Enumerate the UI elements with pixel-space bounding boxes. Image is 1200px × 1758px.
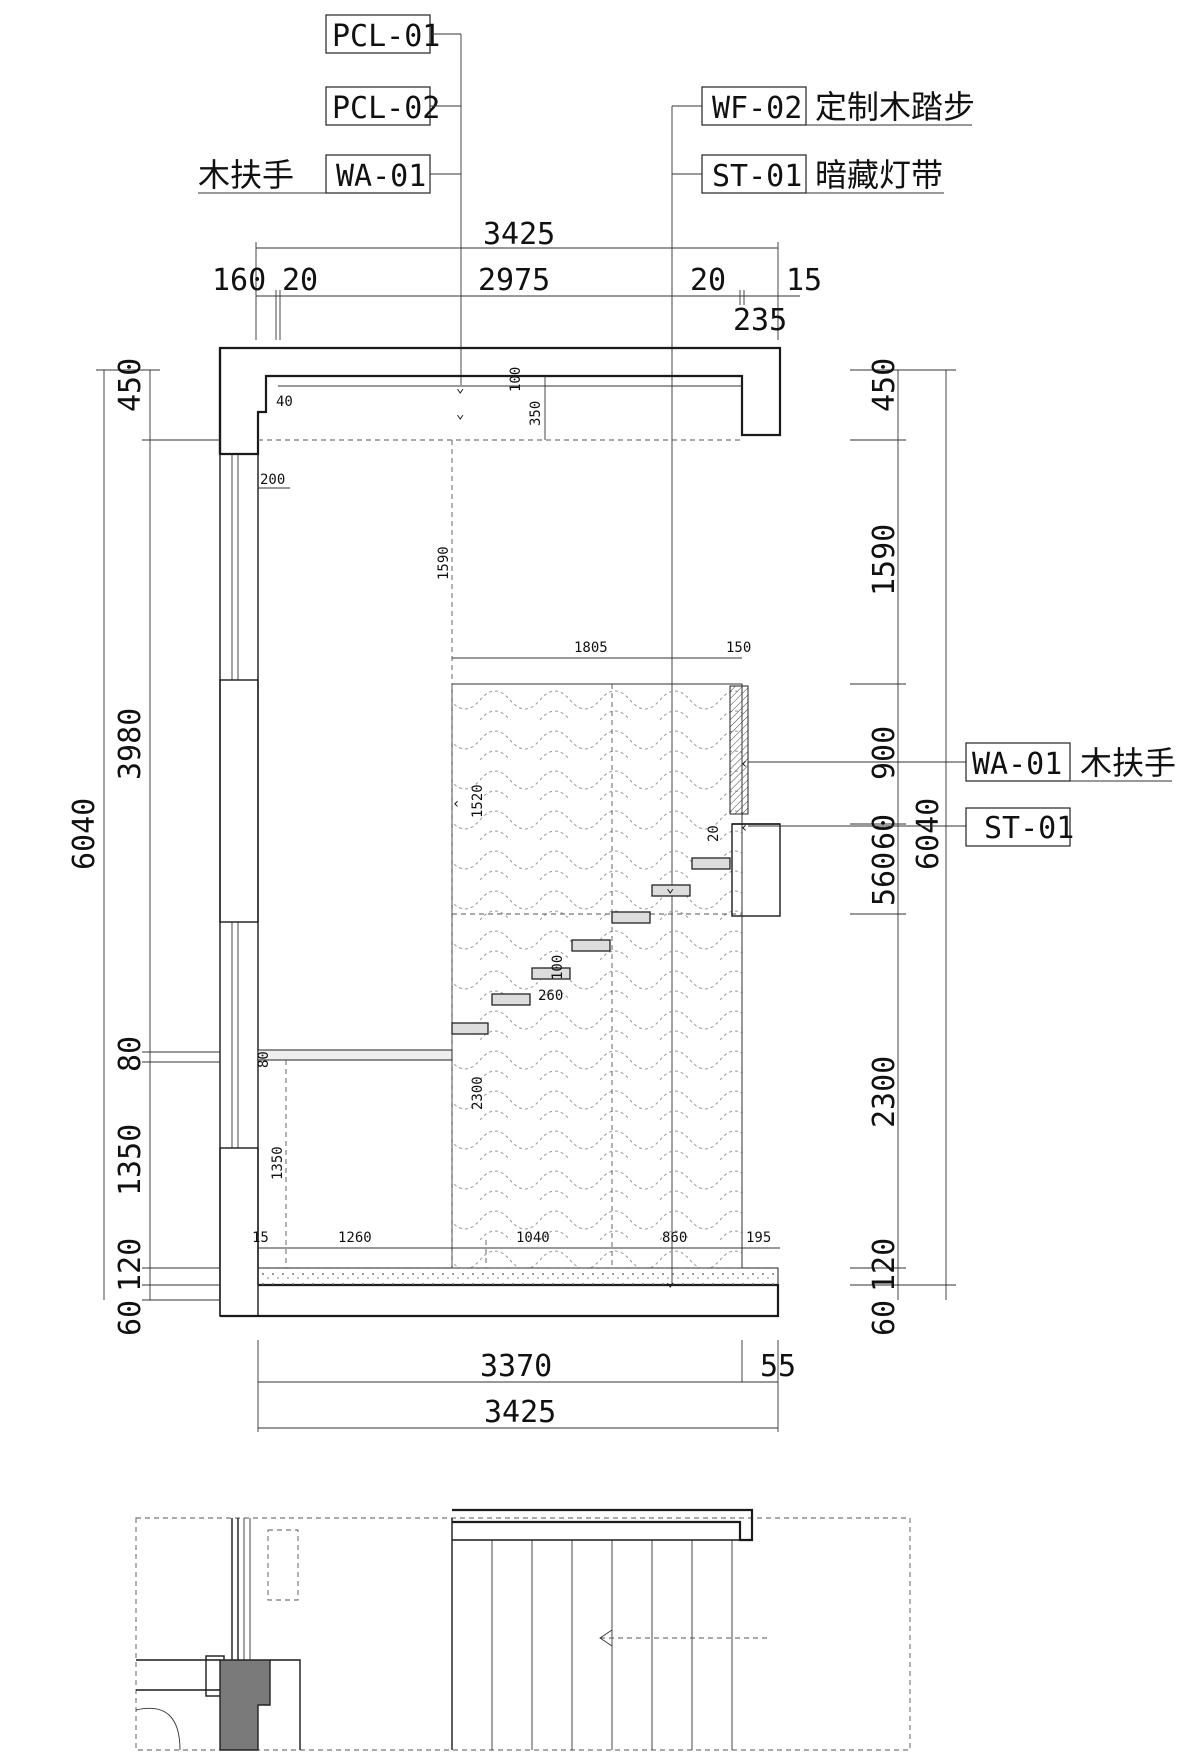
left-dimensions: 450 3980 6040 80 1350 120 60 (67, 358, 220, 1336)
tag-st-01-top-label: ST-01 (712, 159, 802, 194)
dim-top-15: 15 (786, 263, 822, 298)
room-section: ⌄ ⌄ ‹ ‹ ‹ ⌄ ⌄ (218, 346, 782, 1318)
tag-wa-01-top: WA-01 木扶手 (198, 154, 461, 194)
tag-st-01-right-label: ST-01 (984, 811, 1074, 846)
tag-pcl-02-label: PCL-02 (332, 91, 440, 126)
dim-in-100b: 100 (550, 955, 566, 980)
dim-in-195: 195 (746, 1230, 771, 1246)
dim-in-1260: 1260 (338, 1230, 372, 1246)
tag-st-01-right: ST-01 (748, 807, 1074, 847)
dim-in-15: 15 (252, 1230, 269, 1246)
dim-in-1350: 1350 (270, 1146, 286, 1180)
tread-3 (531, 967, 571, 980)
dim-in-80: 80 (256, 1051, 272, 1068)
tread-5 (611, 911, 651, 924)
dim-right-1590: 1590 (867, 524, 902, 596)
dim-top-20a: 20 (282, 263, 318, 298)
dim-top-235: 235 (733, 303, 787, 338)
dim-top-2975: 2975 (478, 263, 550, 298)
dim-bottom-3370: 3370 (480, 1349, 552, 1384)
dim-bottom-3425: 3425 (484, 1395, 556, 1430)
tag-pcl-01-label: PCL-01 (332, 19, 440, 54)
dim-in-20: 20 (706, 825, 722, 842)
bottom-dimensions: 3370 55 3425 (257, 1340, 796, 1432)
top-dimensions: 3425 160 20 2975 20 15 235 (212, 217, 822, 340)
tag-wa-01-top-note: 木扶手 (198, 156, 294, 194)
dim-top-160: 160 (212, 263, 266, 298)
tag-pcl-01: PCL-01 (325, 14, 461, 54)
dim-in-100: 100 (508, 367, 524, 392)
dim-in-40: 40 (276, 394, 293, 410)
section-marker-icon-4: ‹ (740, 756, 748, 772)
dim-right-60b: 60 (867, 1300, 902, 1336)
dim-left-1350: 1350 (113, 1124, 148, 1196)
section-marker-icon-3: ‹ (452, 796, 460, 812)
key-plan (135, 1508, 911, 1751)
dim-top-total: 3425 (483, 217, 555, 252)
dim-in-1590: 1590 (436, 546, 452, 580)
interior-dimensions: 40 100 350 200 1590 1805 150 1520 20 100… (252, 367, 780, 1249)
tag-wf-02: WF-02 定制木踏步 (672, 86, 975, 126)
dim-left-450: 450 (113, 358, 148, 412)
column-block (219, 1659, 271, 1751)
dim-left-3980: 3980 (113, 708, 148, 780)
section-marker-icon-6: ⌄ (666, 880, 674, 896)
tag-wa-01-right: WA-01 木扶手 (748, 742, 1176, 782)
dim-right-2300: 2300 (867, 1056, 902, 1128)
tag-st-01-top: ST-01 暗藏灯带 (672, 154, 944, 194)
dim-right-450: 450 (867, 358, 902, 412)
dim-right-900: 900 (867, 726, 902, 780)
dim-bottom-55: 55 (760, 1349, 796, 1384)
tread-2 (491, 993, 531, 1006)
dim-in-1520: 1520 (470, 784, 486, 818)
dim-in-1805: 1805 (574, 640, 608, 656)
dim-top-20b: 20 (690, 263, 726, 298)
tag-wf-02-label: WF-02 (712, 91, 802, 126)
tag-st-01-top-note: 暗藏灯带 (815, 156, 943, 194)
dim-right-60: 60 (867, 814, 902, 850)
dim-in-1040: 1040 (516, 1230, 550, 1246)
dim-in-200: 200 (260, 472, 285, 488)
section-marker-icon-7: ⌄ (666, 1274, 674, 1290)
dim-left-120: 120 (113, 1238, 148, 1292)
tread-7 (691, 857, 731, 870)
dim-left-60: 60 (113, 1300, 148, 1336)
dim-in-150: 150 (726, 640, 751, 656)
dim-left-6040: 6040 (67, 798, 102, 870)
dim-in-2300: 2300 (470, 1076, 486, 1110)
dim-in-350: 350 (528, 401, 544, 426)
dim-in-860: 860 (662, 1230, 687, 1246)
right-dimensions: 450 1590 900 60 560 6040 2300 120 60 (850, 358, 956, 1336)
dim-right-560: 560 (867, 852, 902, 906)
tread-6 (651, 884, 691, 897)
tread-1 (451, 1022, 489, 1035)
section-marker-icon-2: ⌄ (456, 406, 464, 422)
tag-pcl-02: PCL-02 (325, 86, 461, 126)
tag-wa-01-top-label: WA-01 (336, 159, 426, 194)
dim-right-6040: 6040 (911, 798, 946, 870)
dim-left-80: 80 (113, 1036, 148, 1072)
tread-4 (571, 939, 611, 952)
section-marker-icon-5: ‹ (740, 820, 748, 836)
dim-in-260: 260 (538, 988, 563, 1004)
dim-right-120: 120 (867, 1238, 902, 1292)
tag-wa-01-right-label: WA-01 (972, 747, 1062, 782)
tag-wa-01-right-note: 木扶手 (1080, 744, 1176, 782)
section-marker-icon: ⌄ (456, 380, 464, 396)
tag-wf-02-note: 定制木踏步 (815, 88, 975, 126)
